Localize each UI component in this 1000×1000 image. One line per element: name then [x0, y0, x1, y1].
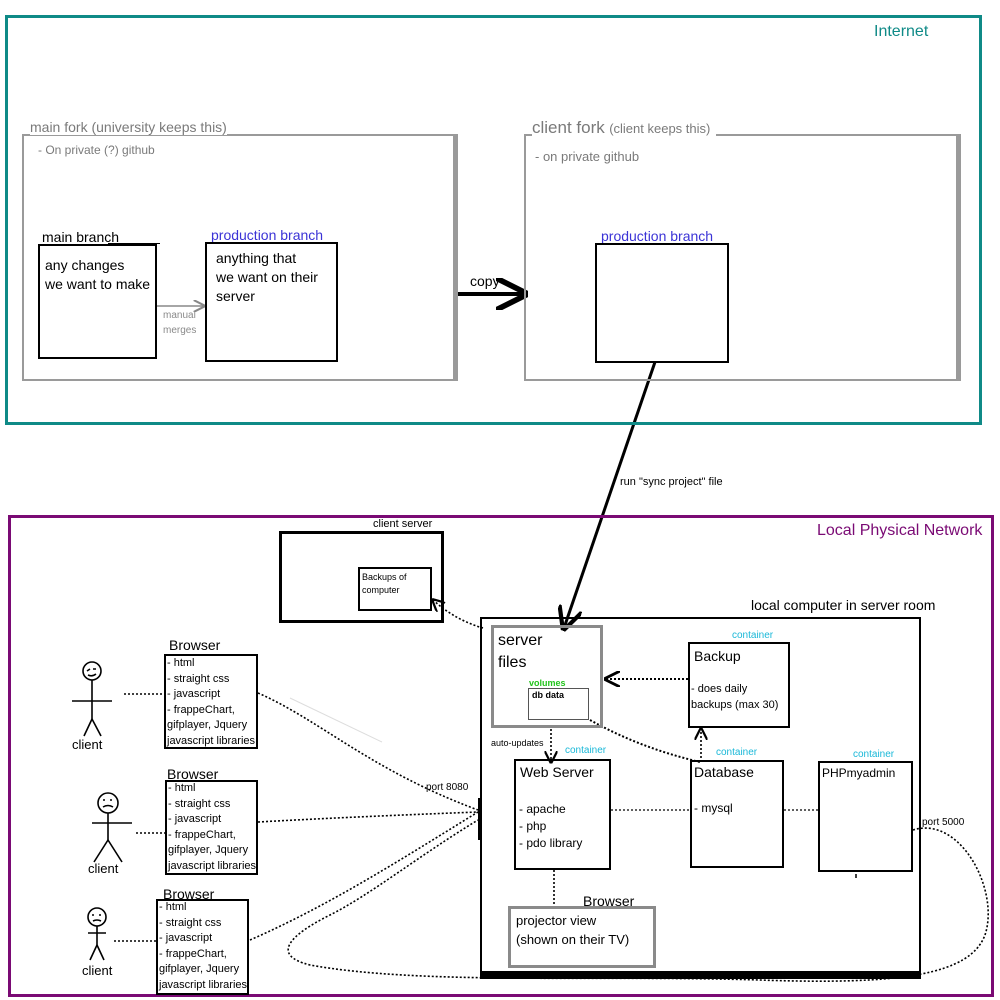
client-fork-note: - on private github [535, 149, 640, 164]
browser-1-title: Browser [169, 637, 221, 653]
phpmyadmin-title: PHPmyadmin [822, 766, 896, 780]
main-branch-title: main branch [42, 229, 120, 245]
database-box [690, 760, 784, 868]
database-container-tag: container [716, 747, 758, 758]
projector-tag: Browser [583, 893, 635, 909]
main-fork-note: - On private (?) github [38, 143, 155, 157]
web-server-box [514, 759, 611, 870]
internet-label: Internet [874, 23, 929, 40]
backup-to-client-server-link [433, 600, 484, 629]
db-data-label: db data [532, 690, 565, 700]
client-production-branch-title: production branch [601, 228, 714, 244]
sync-label: run "sync project" file [620, 476, 723, 488]
local-computer-box [480, 617, 921, 979]
client-stick-figure [92, 792, 132, 863]
sync-arrow [564, 361, 657, 628]
client-fork-title-suffix: (client keeps this) [609, 121, 711, 136]
database-title: Database [694, 764, 754, 780]
backup-title: Backup [694, 648, 741, 664]
server-files-title: server files [498, 632, 543, 671]
internet-region [5, 15, 982, 425]
main-production-branch-box [205, 242, 338, 362]
main-branch-box [38, 244, 157, 359]
client-stick-figure [72, 661, 112, 737]
client-fork-title: client fork [532, 118, 605, 137]
port-8080-label: port 8080 [426, 782, 469, 793]
web-server-title: Web Server [520, 764, 594, 780]
browser-2-box [165, 780, 258, 875]
port-5000-label: port 5000 [922, 817, 965, 828]
client-3-label: client [82, 963, 113, 978]
volumes-label: volumes [529, 678, 566, 688]
browser-2-items: - html - straight css - javascript - fra… [168, 782, 257, 872]
browser-1-items: - html - straight css - javascript - fra… [167, 657, 256, 747]
backup-box [688, 642, 790, 728]
client-2-label: client [88, 861, 119, 876]
browser-1-box [164, 654, 258, 749]
port-5000-loop [287, 819, 989, 982]
server-files-box [491, 625, 603, 728]
projector-body: projector view (shown on their TV) [516, 913, 630, 947]
main-fork-title: main fork (university keeps this) [30, 119, 227, 136]
client-server-backups-label: Backups of computer [362, 572, 407, 595]
backup-body: - does daily backups (max 30) [691, 683, 779, 711]
web-server-body: - apache - php - pdo library [519, 802, 583, 850]
main-production-branch-title: production branch [211, 227, 324, 243]
backup-container-tag: container [732, 630, 774, 641]
client-server-title: client server [373, 518, 433, 530]
client-server-backups-box [358, 567, 432, 611]
db-data-box [528, 688, 589, 720]
copy-label: copy [470, 273, 500, 289]
browser-3-title: Browser [163, 886, 215, 902]
browser2-port-link [257, 811, 479, 823]
client-1-label: client [72, 737, 103, 752]
browser-3-box [156, 899, 249, 995]
main-branch-body: any changes we want to make [45, 257, 151, 292]
main-fork-box [22, 134, 458, 381]
client-production-branch-box [595, 243, 729, 363]
local-network-region [8, 515, 994, 997]
manual-merges-label: manual merges [163, 310, 197, 336]
local-network-label: Local Physical Network [817, 522, 983, 539]
client-stick-figure [87, 907, 107, 961]
client-fork-title-line: client fork (client keeps this) [532, 118, 717, 139]
browser-3-items: - html - straight css - javascript - fra… [159, 901, 248, 991]
browser3-port-link [249, 811, 479, 941]
browser1-port-link [257, 692, 479, 811]
phpmyadmin-container-tag: container [853, 749, 895, 760]
auto-updates-label: auto-updates [491, 738, 544, 748]
browser-2-title: Browser [167, 766, 219, 782]
client-server-box [279, 531, 444, 623]
web-server-container-tag: container [565, 745, 607, 756]
phpmyadmin-box [818, 761, 913, 872]
database-body: - mysql [694, 801, 733, 815]
client-fork-box [524, 134, 961, 381]
local-computer-title: local computer in server room [751, 597, 936, 613]
projector-box [508, 906, 656, 968]
main-production-branch-body: anything that we want on their server [216, 250, 318, 304]
